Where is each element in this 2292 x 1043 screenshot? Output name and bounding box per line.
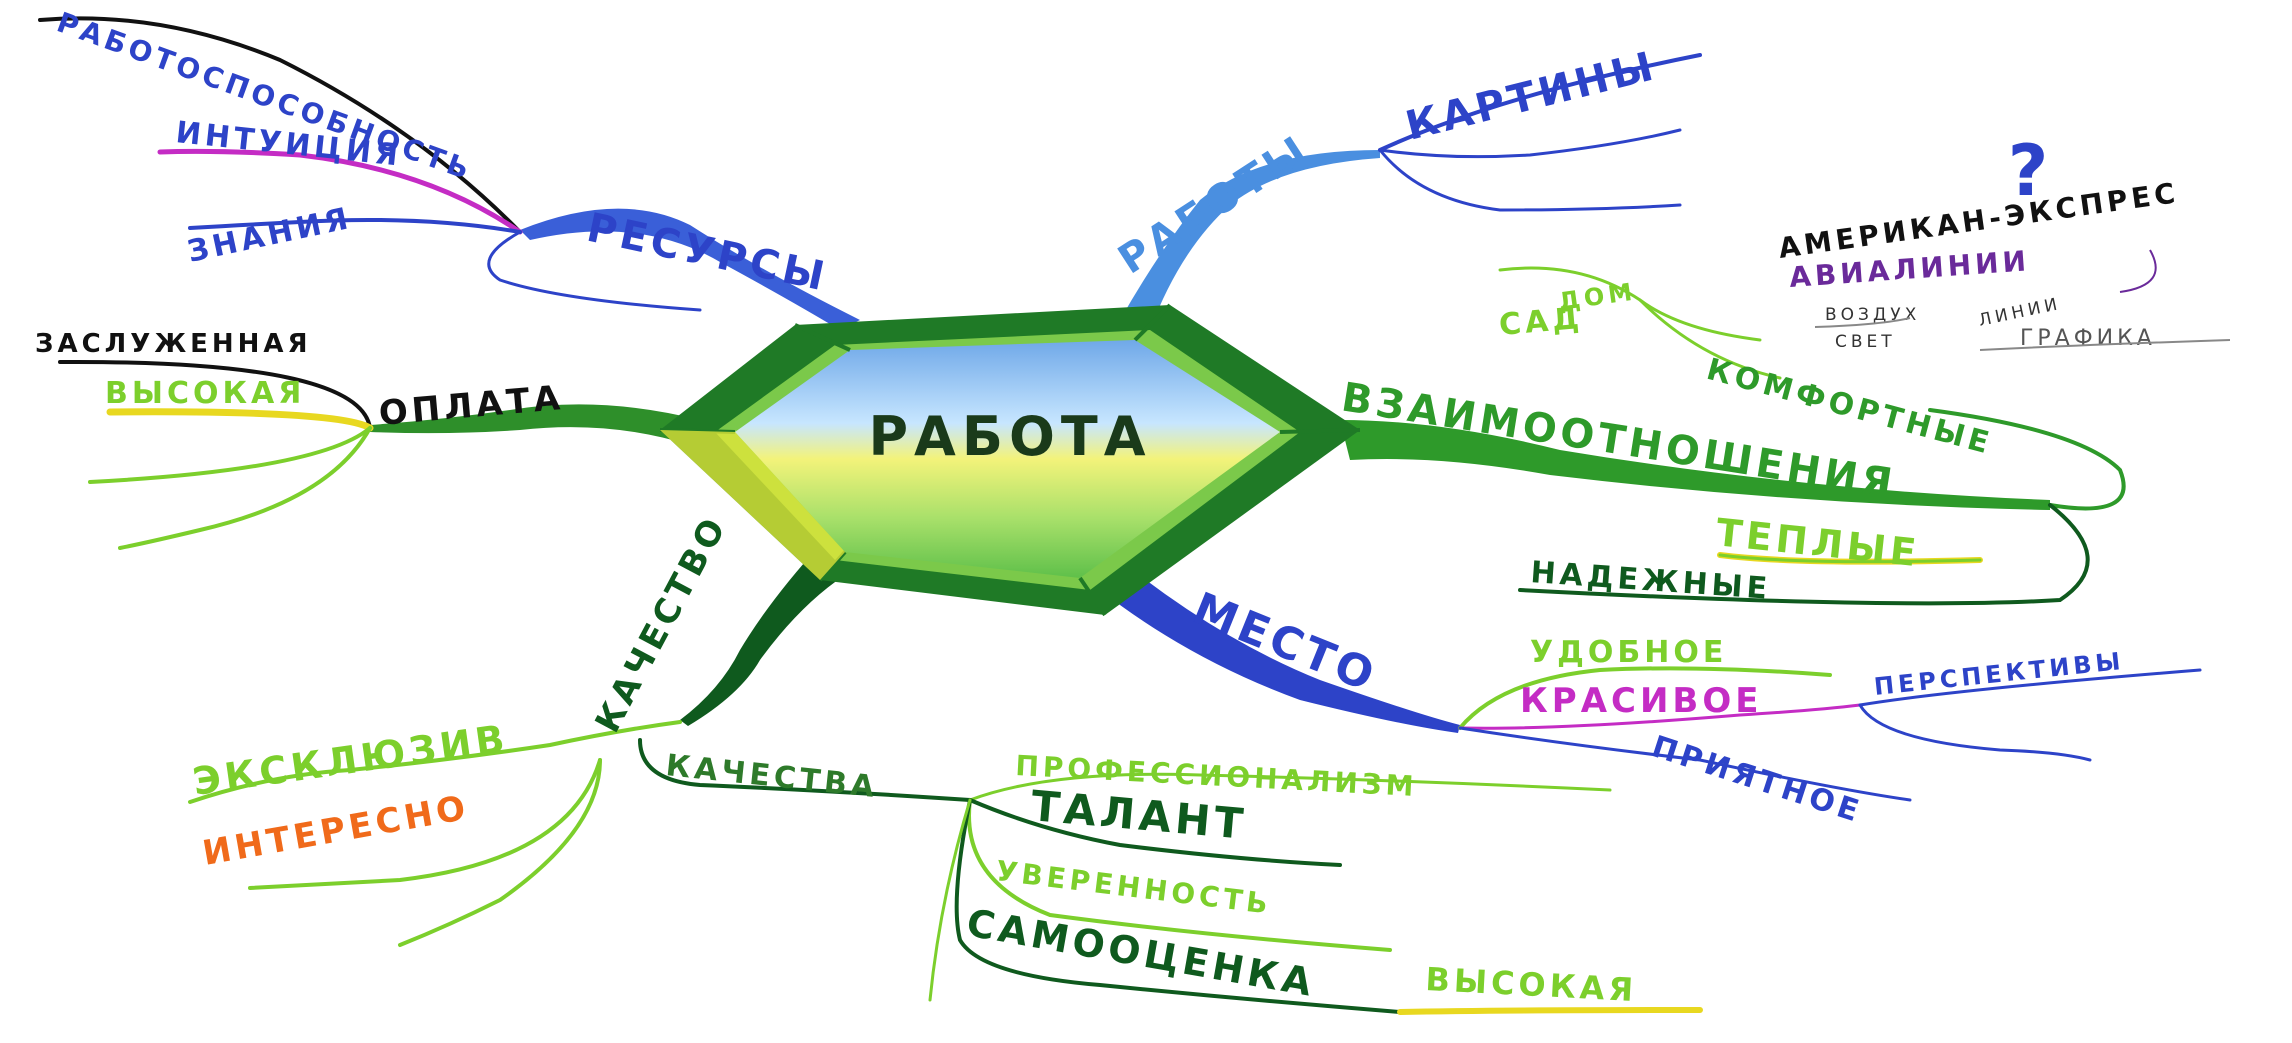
item-warm: ТЕПЛЫЕ — [1714, 510, 1922, 575]
item-capacity: РАБОТОСПОСОБНОСТЬ — [53, 6, 478, 187]
annotations: ? АМЕРИКАН-ЭКСПРЕС АВИАЛИНИИ ВОЗДУХ СВЕТ… — [1776, 130, 2231, 352]
air: ВОЗДУХ — [1825, 305, 1920, 325]
branch-qualities-label: КАЧЕСТВА — [664, 748, 880, 805]
annotation-underline — [1979, 339, 2231, 351]
item-deserved: ЗАСЛУЖЕННАЯ — [35, 329, 312, 359]
item-knowledge: ЗНАНИЯ — [184, 201, 355, 270]
annotation-underline — [2119, 249, 2157, 293]
item-convenient: УДОБНОЕ — [1530, 635, 1727, 670]
central-hexagon: РАБОТА — [659, 303, 1361, 617]
item-prospects: ПЕРСПЕКТИВЫ — [1873, 647, 2126, 701]
annotation-underline — [1814, 317, 1911, 328]
branch-resources-label: РЕСУРСЫ — [583, 205, 832, 301]
light: СВЕТ — [1835, 332, 1896, 352]
sub-branch-lines — [38, 16, 2202, 1015]
item-garden: САД — [1498, 301, 1585, 343]
item-pleasant: ПРИЯТНОЕ — [1648, 729, 1867, 830]
center-label: РАБОТА — [868, 405, 1151, 468]
item-reliable: НАДЕЖНЫЕ — [1529, 555, 1772, 607]
item-qualities-high: ВЫСОКАЯ — [1425, 960, 1638, 1009]
item-beautiful: КРАСИВОЕ — [1520, 681, 1762, 721]
item-pictures: КАРТИНЫ — [1401, 43, 1661, 150]
branch-works-label: РАБОТЫ — [1110, 126, 1317, 283]
item-interesting: ИНТЕРЕСНО — [200, 788, 473, 874]
item-payment-high: ВЫСОКАЯ — [105, 376, 305, 411]
question-mark: ? — [2008, 130, 2053, 212]
